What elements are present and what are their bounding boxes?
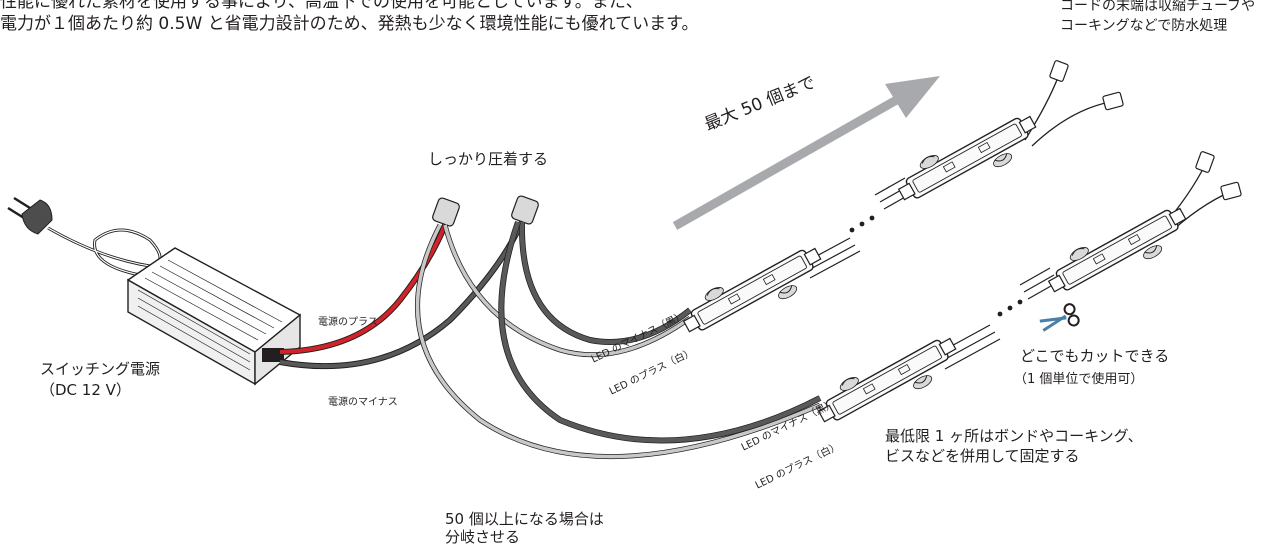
crimp-connector-right [511,195,539,225]
branch-note-2: 分岐させる [445,528,521,546]
crimp-connector-left [432,197,460,227]
power-minus-label: 電源のマイナス [328,397,398,408]
led-module-1 [676,235,831,349]
psu-label-1: スイッチング電源 [40,360,161,378]
crimp-label: しっかり圧着する [428,150,549,168]
branch-note-1: 50 個以上になる場合は [445,510,604,528]
switching-power-supply [126,247,302,386]
power-plus-label: 電源のプラス [318,317,378,328]
led-module-4 [1041,195,1196,309]
cord-end-note-1: コードの末端は収縮チューブや [1060,0,1256,14]
cord-end-note-2: コーキングなどで防水処理 [1060,18,1228,34]
led-module-3 [811,325,966,439]
max-count-arrow [672,76,940,230]
cut-note-2: （1 個単位で使用可） [1014,372,1144,387]
power-cord [47,226,162,277]
plug-icon [7,196,53,235]
scissors-icon [1039,303,1080,332]
intro-line-1: 性能に優れた素材を使用する事により、高温下での使用を可能としています。また、 [0,0,643,12]
continuation-dots [849,215,1023,317]
psu-label-2: （DC 12 V） [40,381,131,399]
fix-note-1: 最低限 1 ヶ所はボンドやコーキング、 [885,427,1143,445]
cut-note-1: どこでもカットできる [1020,347,1170,365]
intro-text: 性能に優れた素材を使用する事により、高温下での使用を可能としています。また、 電… [0,0,698,35]
led-module-2 [891,103,1046,217]
intro-line-2: 電力が１個あたり約 0.5W と省電力設計のため、発熱も少なく環境性能にも優れて… [0,14,699,34]
fix-note-2: ビスなどを併用して固定する [885,447,1080,465]
